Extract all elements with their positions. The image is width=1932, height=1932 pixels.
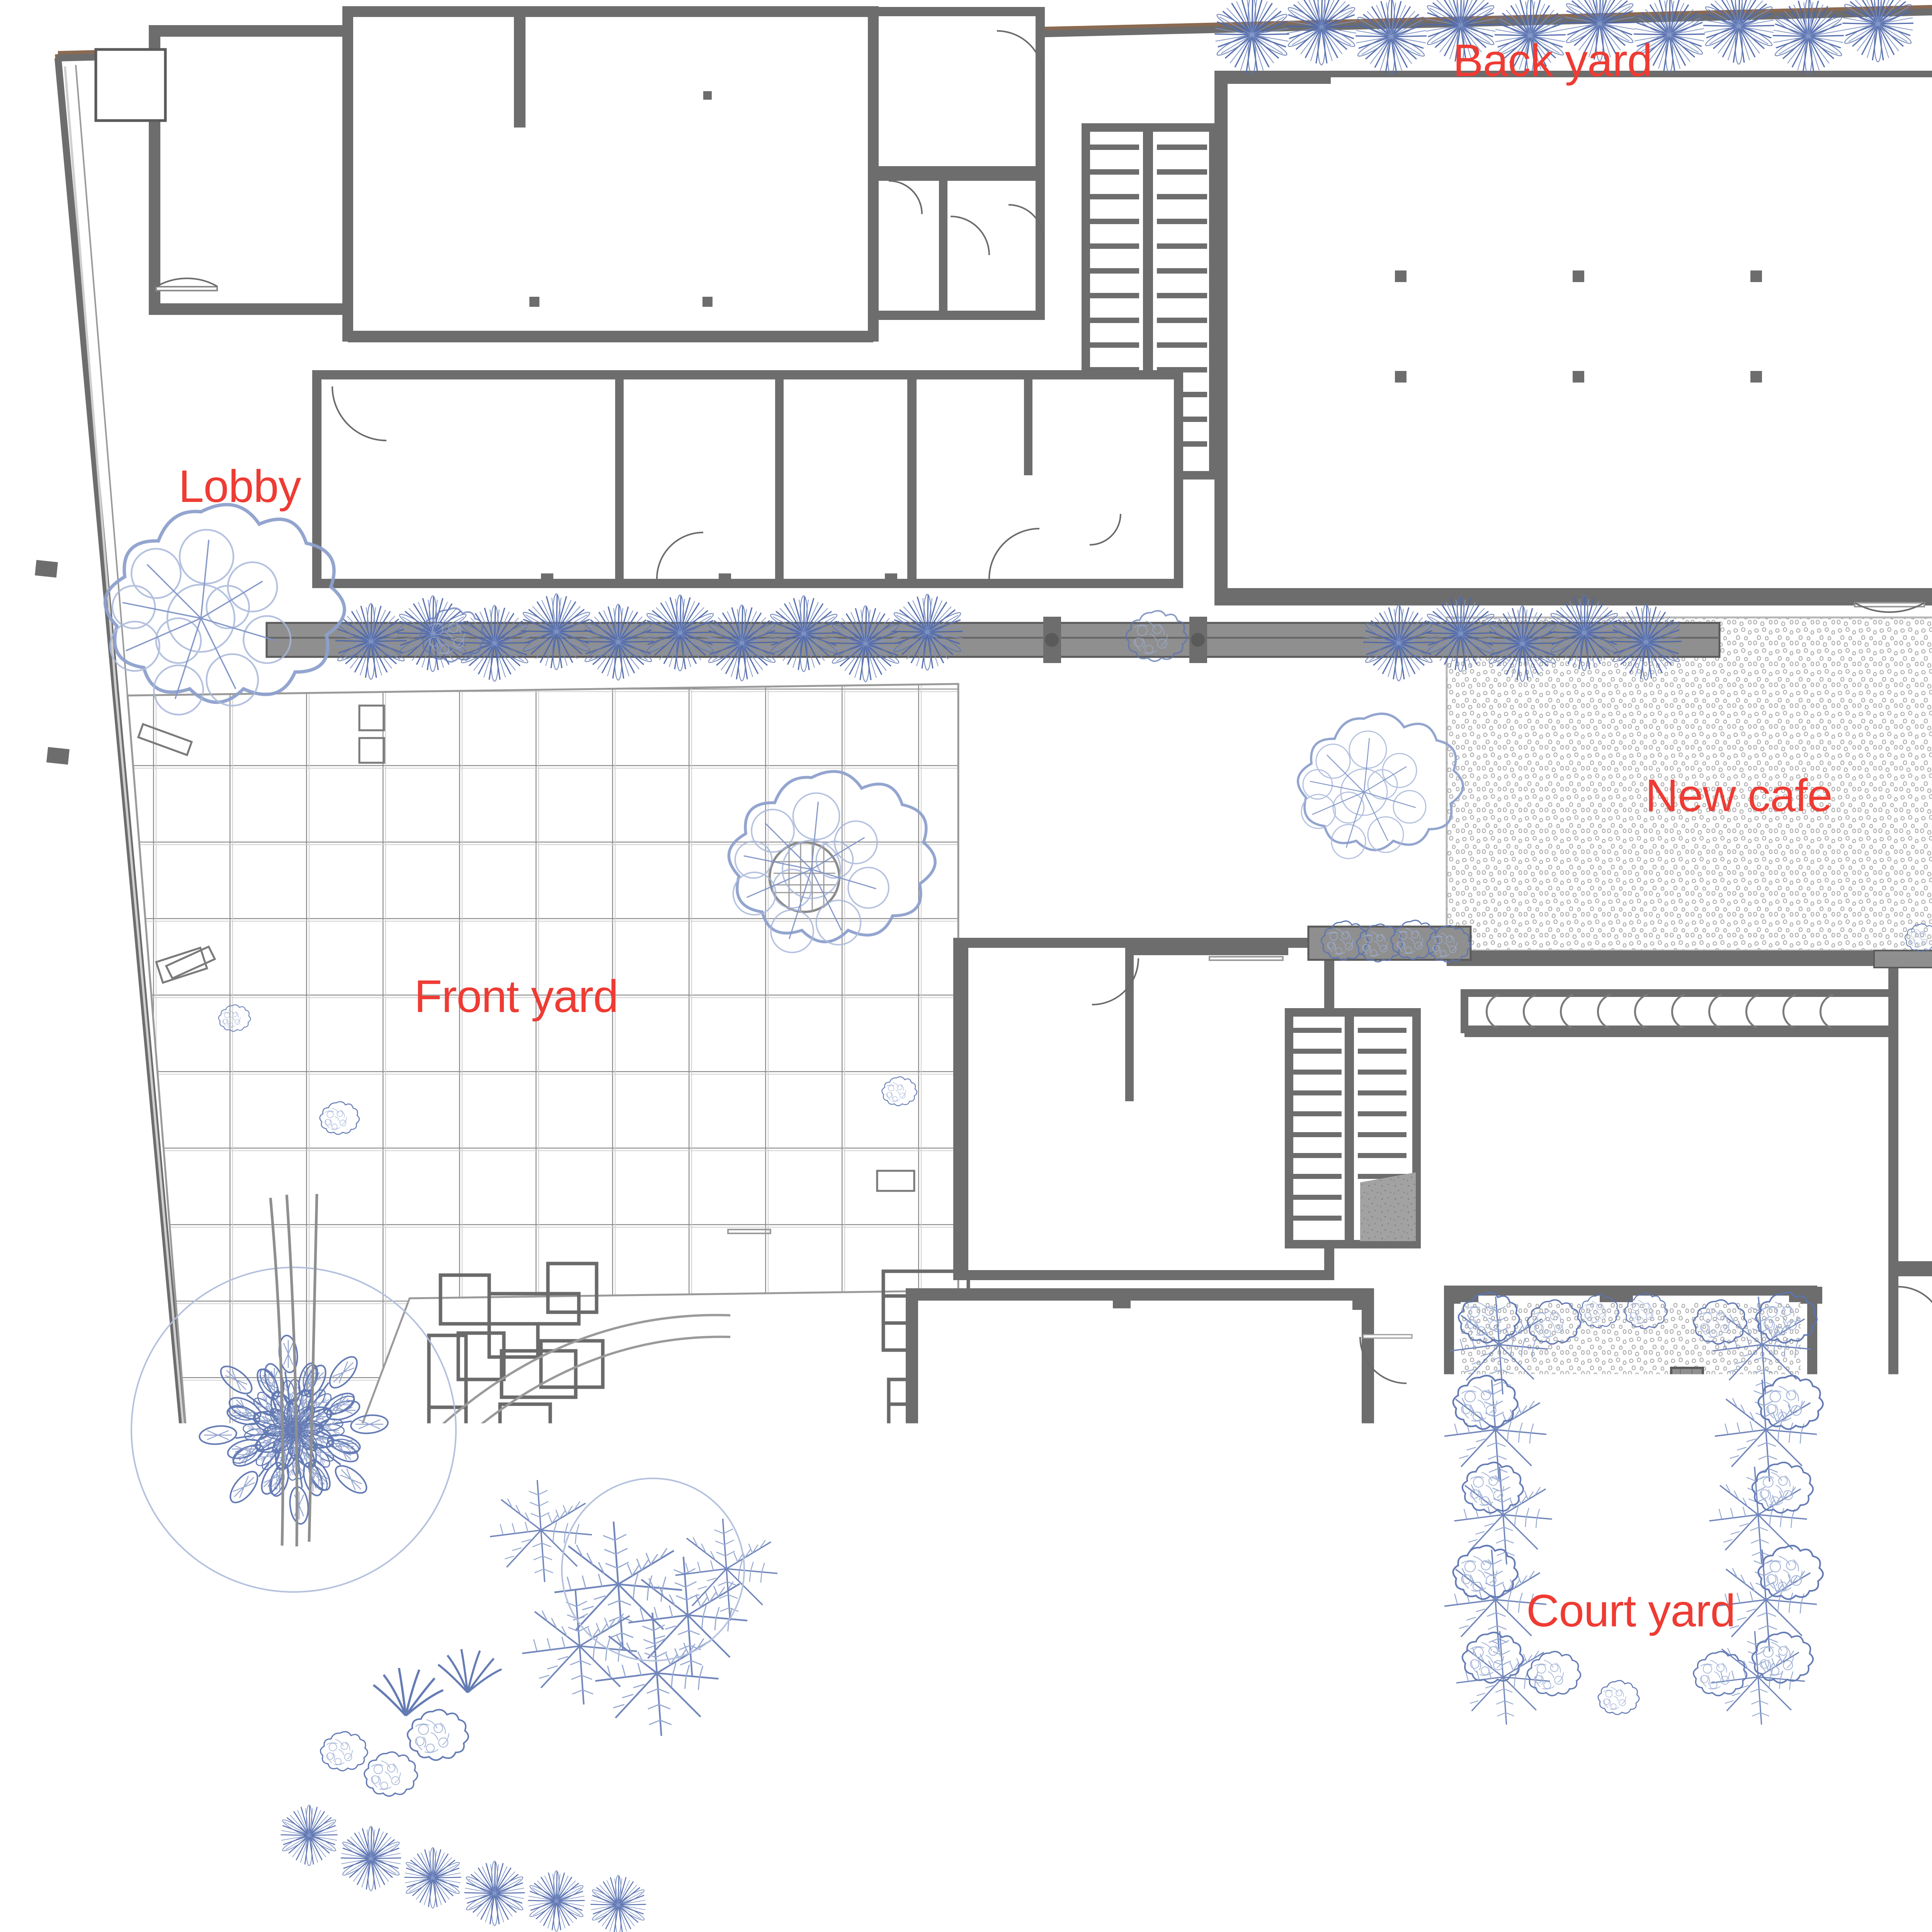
survey-cross [734, 1753, 761, 1781]
label-front-yard[interactable]: Front yard [414, 974, 618, 1019]
north-building-block [96, 12, 1932, 612]
label-lobby[interactable]: Lobby [179, 464, 301, 509]
hall-bottom [912, 1874, 1368, 1932]
south-small-rooms [1414, 1816, 1864, 1932]
hall-lower [912, 1580, 1368, 1876]
east-wing-hall [1893, 1271, 1932, 1816]
south-building-block [912, 943, 1932, 1932]
back-yard-hall [1221, 77, 1932, 612]
stepping-stones [426, 1264, 968, 1850]
fern-mass-southwest [490, 1478, 777, 1736]
palm-row-southwest [281, 1805, 646, 1932]
north-hall-left [348, 12, 873, 342]
label-new-cafe[interactable]: New cafe [1645, 773, 1832, 818]
tree-lobby [105, 505, 344, 715]
stair-south [1289, 1012, 1417, 1244]
mid-rooms-north [317, 375, 1179, 583]
lobby-room [96, 31, 352, 309]
shrubs-southwest-path [320, 1649, 502, 1796]
label-back-yard[interactable]: Back yard [1453, 38, 1652, 83]
label-court-yard[interactable]: Court yard [1526, 1588, 1735, 1634]
tree-front-yard-east [1298, 714, 1463, 859]
south-corridor [1464, 993, 1930, 1037]
service-rooms [874, 12, 1043, 315]
front-yard-paving [128, 684, 958, 1812]
mid-left-rooms [958, 943, 1329, 1275]
east-wing-rooms [1893, 962, 1932, 1271]
se-corner-room [1862, 1812, 1932, 1932]
